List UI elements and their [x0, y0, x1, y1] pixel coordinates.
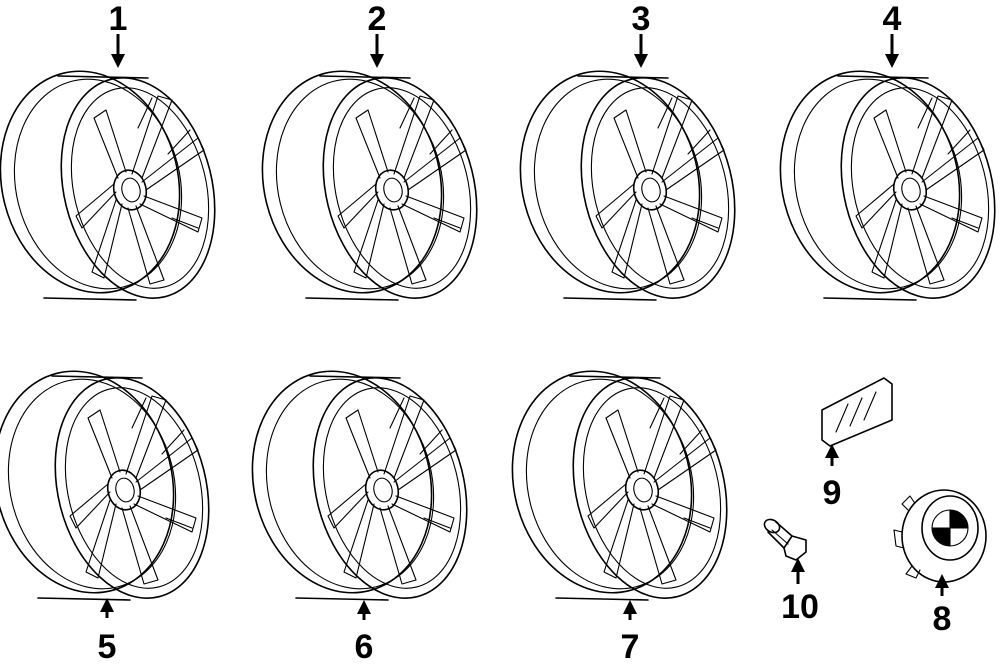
callout-6: 6: [355, 628, 374, 664]
wheel-4[interactable]: [756, 51, 1000, 316]
callout-10: 10: [781, 588, 819, 626]
wheel-3[interactable]: [496, 51, 758, 316]
center-cap-part[interactable]: [893, 489, 987, 583]
callout-1: 1: [109, 0, 128, 38]
callout-5: 5: [98, 628, 117, 664]
callout-2: 2: [368, 0, 387, 38]
wheel-bolt-part[interactable]: [762, 517, 807, 561]
callout-4: 4: [883, 0, 902, 38]
wheel-6[interactable]: [228, 351, 490, 616]
callout-arrows: [100, 34, 949, 620]
wheel-2[interactable]: [238, 51, 500, 316]
callout-3: 3: [632, 0, 651, 38]
callout-9: 9: [823, 474, 842, 512]
callout-7: 7: [621, 628, 640, 664]
wheel-7[interactable]: [488, 351, 750, 616]
m-badge-part[interactable]: [821, 377, 893, 447]
wheel-1[interactable]: [0, 51, 238, 316]
wheel-5[interactable]: [0, 351, 232, 616]
callout-8: 8: [933, 600, 952, 638]
